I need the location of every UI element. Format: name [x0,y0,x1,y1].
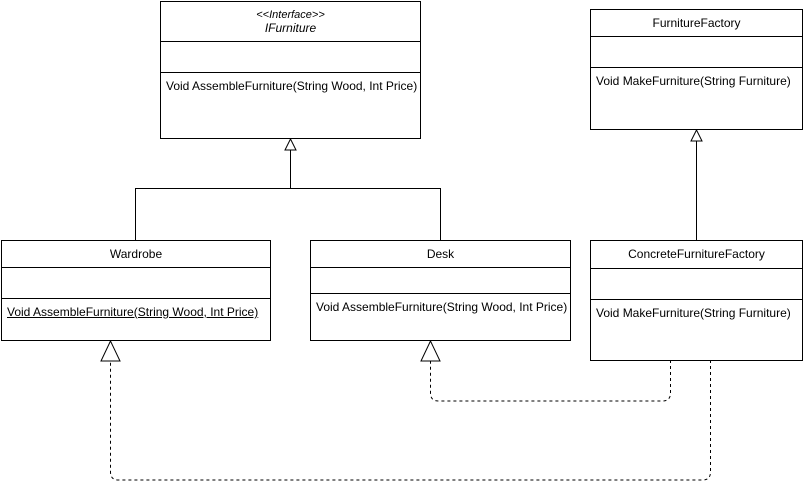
wardrobe-generalization-line [135,188,291,240]
desk-dependency-line [430,360,671,402]
ifurniture-inheritance-arrowhead [284,137,297,151]
furniture-factory-name: FurnitureFactory [652,15,741,30]
ifurniture-name: IFurniture [264,20,317,35]
desk-class[interactable]: Desk Void AssembleFurniture(String Wood,… [310,240,571,341]
factory-inheritance-arrowhead [690,128,703,142]
wardrobe-operation: Void AssembleFurniture(String Wood, Int … [7,305,259,319]
desk-operation: Void AssembleFurniture(String Wood, Int … [316,300,568,314]
ifurniture-operation: Void AssembleFurniture(String Wood, Int … [166,79,418,93]
concrete-factory-name: ConcreteFurnitureFactory [628,247,765,261]
concrete-factory-operation: Void MakeFurniture(String Furniture) [596,306,791,320]
ifurniture-header: <<Interface>> IFurniture [161,2,420,41]
concrete-factory-class[interactable]: ConcreteFurnitureFactory Void MakeFurnit… [590,240,803,361]
desk-attributes [311,267,570,293]
furniture-factory-operations: Void MakeFurniture(String Furniture) [591,67,802,129]
concrete-factory-attributes [591,268,802,299]
wardrobe-dependency-line [110,360,711,481]
wardrobe-attributes [2,267,270,298]
desk-operations: Void AssembleFurniture(String Wood, Int … [311,293,570,340]
wardrobe-dependency-arrowhead [100,339,121,362]
concrete-factory-header: ConcreteFurnitureFactory [591,241,802,268]
desk-generalization-line [290,188,441,240]
desk-name: Desk [426,246,455,261]
ifurniture-stereotype: <<Interface>> [256,8,325,21]
desk-dependency-arrowhead [420,339,441,362]
ifurniture-attributes [161,41,420,72]
furniture-factory-class[interactable]: FurnitureFactory Void MakeFurniture(Stri… [590,9,803,130]
wardrobe-operations: Void AssembleFurniture(String Wood, Int … [2,298,270,340]
concrete-factory-operations: Void MakeFurniture(String Furniture) [591,299,802,360]
wardrobe-class[interactable]: Wardrobe Void AssembleFurniture(String W… [1,240,271,341]
wardrobe-header: Wardrobe [2,241,270,267]
furniture-factory-header: FurnitureFactory [591,10,802,36]
furniture-factory-attributes [591,36,802,67]
wardrobe-name: Wardrobe [109,246,163,261]
furniture-factory-operation: Void MakeFurniture(String Furniture) [596,74,791,88]
desk-header: Desk [311,241,570,267]
ifurniture-operations: Void AssembleFurniture(String Wood, Int … [161,72,420,138]
ifurniture-class[interactable]: <<Interface>> IFurniture Void AssembleFu… [160,1,421,139]
